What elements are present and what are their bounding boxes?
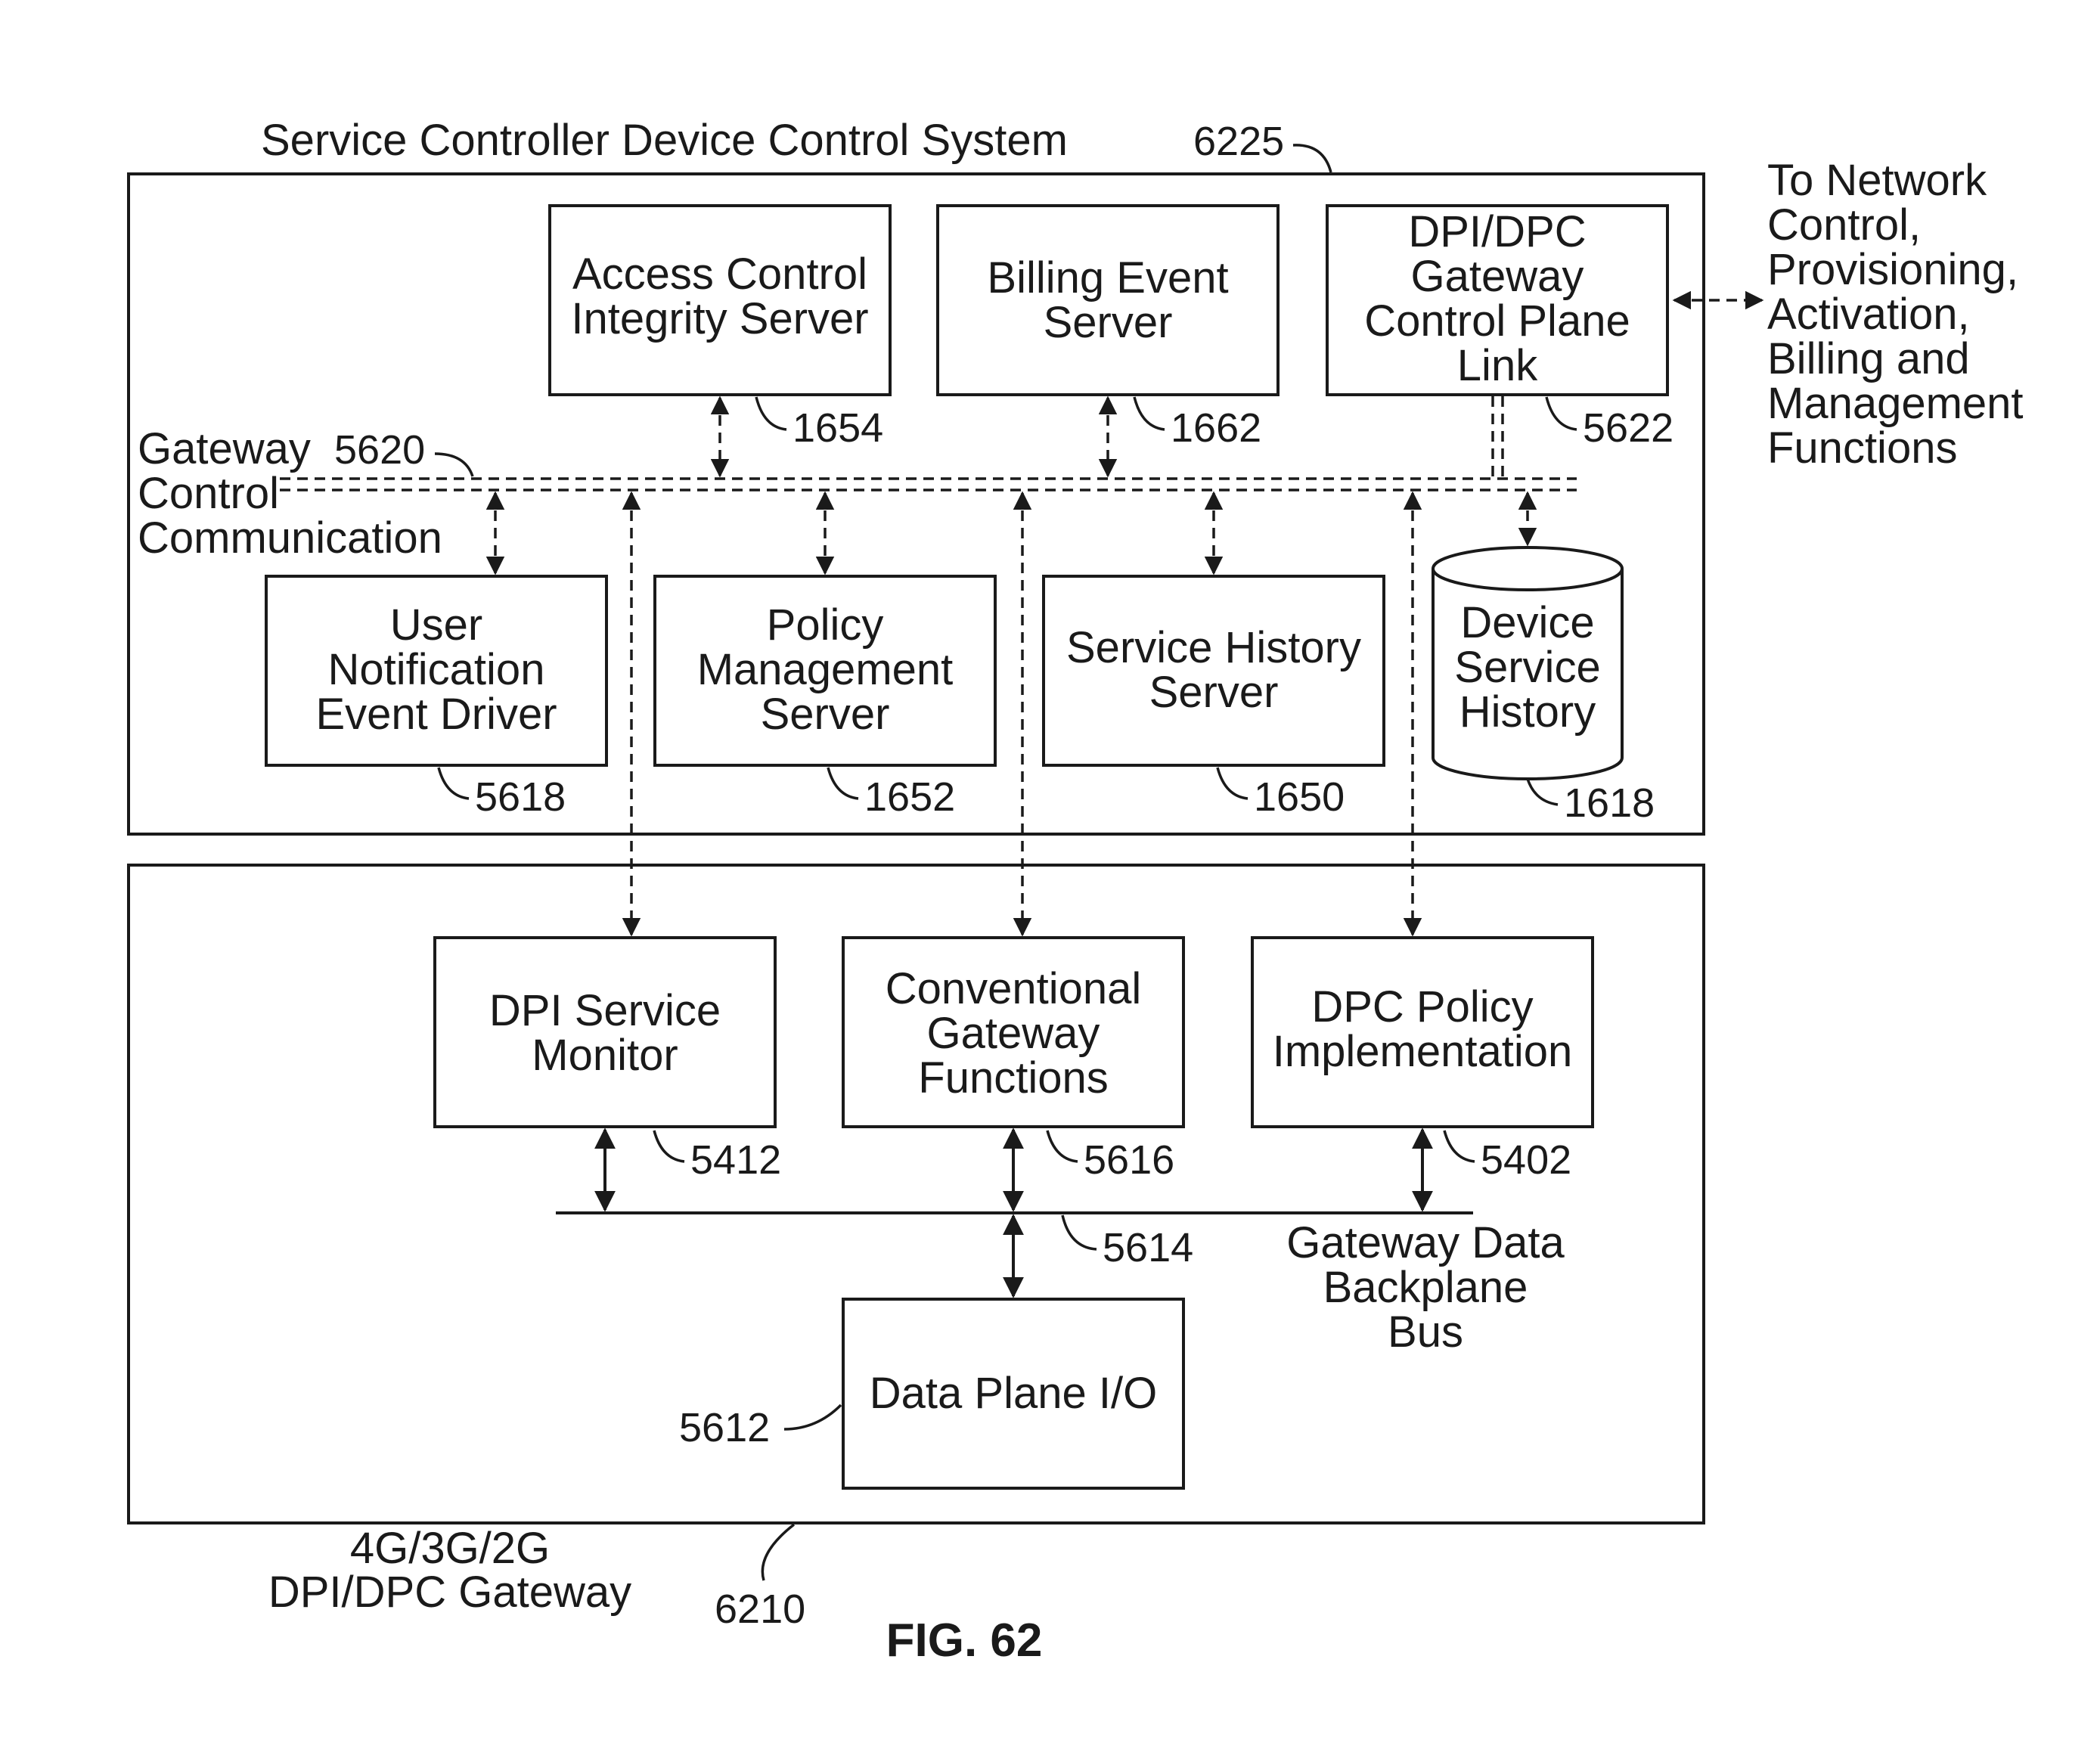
dpc-policy-leader [1444, 1131, 1475, 1162]
access-control-leader [756, 397, 786, 430]
svg-text:To Network: To Network [1767, 156, 1987, 205]
device-service-history-line-3: History [1459, 687, 1596, 737]
svg-text:Management: Management [1767, 379, 2024, 428]
conventional-gateway-line-1: Conventional [886, 964, 1142, 1013]
service-controller-ref: 6225 [1193, 119, 1284, 164]
dpc-policy-line-1: DPC Policy [1311, 982, 1533, 1031]
dpc-policy-ref: 5402 [1481, 1137, 1571, 1183]
dpc-policy-line-2: Implementation [1273, 1027, 1573, 1076]
conventional-gateway-line-3: Functions [918, 1053, 1108, 1103]
gateway-leader [762, 1524, 794, 1580]
data-bus-label-line-3: Bus [1388, 1307, 1463, 1357]
user-notification-line-1: User [390, 600, 482, 650]
data-bus-label-line-2: Backplane [1323, 1263, 1528, 1312]
data-bus-label-line-1: Gateway Data [1286, 1218, 1565, 1267]
service-history-line-1: Service History [1066, 623, 1361, 672]
dpi-dpc-link-line-4: Link [1457, 341, 1538, 390]
gateway-title-line-1: 4G/3G/2G [350, 1524, 550, 1573]
figure-label: FIG. 62 [886, 1614, 1043, 1667]
data-plane-io-ref: 5612 [679, 1405, 770, 1450]
dpi-service-monitor-line-2: Monitor [532, 1031, 678, 1080]
svg-text:Functions: Functions [1767, 423, 1957, 473]
policy-management-ref: 1652 [864, 774, 955, 820]
data-plane-io-leader [784, 1405, 841, 1429]
dpi-service-monitor-leader [654, 1131, 684, 1162]
service-controller-leader [1293, 145, 1331, 172]
control-bus-ref: 5620 [334, 427, 425, 473]
policy-management-line-1: Policy [767, 600, 884, 650]
policy-management-line-3: Server [761, 690, 890, 739]
external-functions-label: To Network Control, Provisioning, Activa… [1767, 156, 2024, 473]
policy-management-leader [828, 768, 858, 799]
dpi-dpc-link-line-3: Control Plane [1364, 296, 1630, 346]
svg-text:Billing and: Billing and [1767, 334, 1970, 383]
dpi-service-monitor-ref: 5412 [690, 1137, 781, 1183]
billing-event-line-1: Billing Event [987, 253, 1228, 302]
dpi-dpc-link-line-1: DPI/DPC [1408, 207, 1586, 256]
user-notification-line-3: Event Driver [315, 690, 557, 739]
control-bus-leader [435, 454, 473, 476]
control-bus-label-line-1: Gateway [138, 424, 311, 473]
device-service-history-leader [1528, 779, 1558, 805]
data-plane-io-line-1: Data Plane I/O [870, 1369, 1157, 1418]
access-control-line-2: Integrity Server [571, 294, 868, 343]
dpi-dpc-link-line-2: Gateway [1411, 252, 1584, 301]
billing-event-leader [1134, 397, 1165, 430]
user-notification-ref: 5618 [475, 774, 566, 820]
svg-text:Provisioning,: Provisioning, [1767, 245, 2018, 294]
service-history-line-2: Server [1149, 668, 1279, 717]
svg-text:Control,: Control, [1767, 200, 1921, 250]
control-bus-label-line-2: Control [138, 469, 279, 518]
conventional-gateway-ref: 5616 [1084, 1137, 1174, 1183]
gateway-ref: 6210 [715, 1586, 805, 1632]
dpi-service-monitor-line-1: DPI Service [489, 986, 721, 1035]
access-control-ref: 1654 [793, 405, 883, 451]
access-control-line-1: Access Control [572, 250, 867, 299]
service-history-ref: 1650 [1254, 774, 1345, 820]
device-service-history-line-1: Device [1460, 598, 1594, 647]
dpi-dpc-link-ref: 5622 [1583, 405, 1673, 451]
user-notification-leader [439, 768, 469, 799]
policy-management-line-2: Management [697, 645, 954, 694]
data-bus-ref: 5614 [1103, 1225, 1193, 1270]
control-bus-label-line-3: Communication [138, 513, 442, 563]
billing-event-line-2: Server [1044, 298, 1173, 347]
conventional-gateway-leader [1047, 1131, 1078, 1162]
data-bus-leader [1062, 1215, 1097, 1249]
service-controller-title: Service Controller Device Control System [261, 116, 1068, 165]
svg-text:Activation,: Activation, [1767, 290, 1970, 339]
user-notification-line-2: Notification [328, 645, 545, 694]
device-service-history-line-2: Service [1454, 643, 1600, 692]
device-service-history-ref: 1618 [1564, 780, 1655, 826]
conventional-gateway-line-2: Gateway [927, 1009, 1100, 1058]
billing-event-ref: 1662 [1171, 405, 1261, 451]
dpi-dpc-link-leader [1546, 397, 1577, 430]
service-history-leader [1218, 768, 1248, 799]
gateway-title-line-2: DPI/DPC Gateway [268, 1568, 631, 1617]
